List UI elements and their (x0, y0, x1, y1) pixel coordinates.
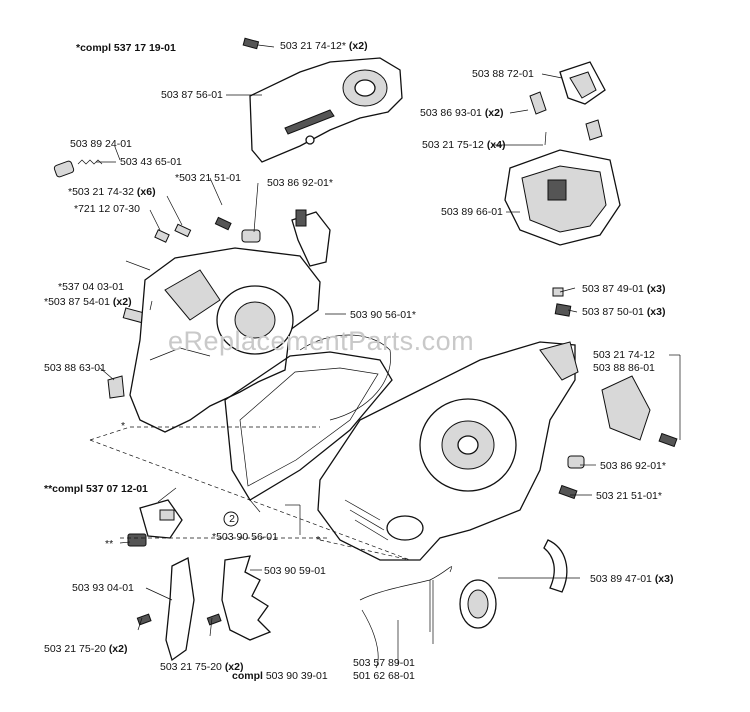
gasket-right (299, 334, 391, 421)
quantity: (x4) (486, 139, 506, 151)
label-503-21-74-12: 503 21 74-12* (x2) (280, 40, 368, 52)
quantity: (x2) (224, 661, 244, 673)
label-503-21-75-20-b: 503 21 75-20 (x2) (160, 661, 244, 673)
compl-prefix: compl (232, 670, 263, 682)
label-503-21-75-12: 503 21 75-12 (x4) (422, 139, 506, 151)
label-503-90-56-01-bottom: *503 90 56-01 (212, 531, 278, 543)
callout-circle (223, 511, 239, 527)
label-503-21-74-12b: 503 21 74-12 (593, 349, 655, 361)
label-503-21-51-01-star: *503 21 51-01 (175, 172, 241, 184)
label-721-12-07-30: *721 12 07-30 (74, 203, 140, 215)
label-503-86-92-01: 503 86 92-01* (267, 177, 333, 189)
quantity: (x3) (646, 306, 666, 318)
quantity: (x3) (654, 573, 674, 585)
oil-pump-part (127, 499, 183, 547)
watermark: eReplacementParts.com (168, 326, 475, 356)
part-number: *503 21 74-32 (68, 186, 134, 198)
part-number: 503 21 75-12 (422, 139, 484, 151)
label-star-b: * (316, 534, 321, 546)
handle-bracket-part (504, 149, 621, 246)
label-compl-537-07-12-01: **compl 537 07 12-01 (44, 483, 148, 495)
pin-parts (154, 216, 261, 243)
label-compl-537-17-19-01: *compl 537 17 19-01 (76, 42, 176, 54)
part-number: 503 21 75-20 (44, 643, 106, 655)
label-503-89-66-01: 503 89 66-01 (441, 206, 503, 218)
fuel-filter-part (359, 566, 497, 669)
label-537-04-03-01: *537 04 03-01 (58, 281, 124, 293)
part-number: 503 21 75-20 (160, 661, 222, 673)
label-503-87-56-01: 503 87 56-01 (161, 89, 223, 101)
crankcase-left (129, 247, 321, 433)
part-number: 503 86 93-01 (420, 107, 482, 119)
label-503-89-24-01: 503 89 24-01 (70, 138, 132, 150)
label-503-87-50-01: 503 87 50-01 (x3) (582, 306, 666, 318)
latch-part (291, 209, 331, 267)
part-number: 503 21 74-12* (280, 40, 346, 52)
label-double-star: ** (105, 538, 114, 550)
chain-guide-part (165, 557, 195, 662)
callout-2-label: 2 (229, 513, 235, 525)
clip-part (543, 539, 568, 593)
side-plate-part (601, 375, 678, 448)
quantity: (x2) (112, 296, 132, 308)
gasket-left (224, 351, 393, 501)
small-bracket-part (107, 375, 125, 399)
label-503-86-92-01b: 503 86 92-01* (600, 460, 666, 472)
label-503-86-93-01: 503 86 93-01 (x2) (420, 107, 504, 119)
quantity: (x2) (348, 40, 368, 52)
part-number: 503 89 47-01 (590, 573, 652, 585)
part-number: *503 87 54-01 (44, 296, 110, 308)
label-501-62-68-01: 501 62 68-01 (353, 670, 415, 682)
label-compl-503-90-39-01: compl 503 90 39-01 (232, 670, 328, 682)
part-number: 503 90 39-01 (265, 670, 328, 682)
label-text: **compl 537 07 12-01 (44, 483, 148, 495)
assembly-lines (89, 426, 411, 561)
label-503-90-56-01-top: 503 90 56-01* (350, 309, 416, 321)
label-503-43-65-01: 503 43 65-01 (120, 156, 182, 168)
label-503-21-51-01b: 503 21 51-01* (596, 490, 662, 502)
rubber-mount-part (559, 61, 606, 105)
chain-cover-part (249, 57, 403, 163)
quantity: (x2) (108, 643, 128, 655)
leader-lines (96, 73, 681, 664)
label-503-57-89-01: 503 57 89-01 (353, 657, 415, 669)
av-spring-parts (529, 91, 603, 146)
label-503-93-04-01: 503 93 04-01 (72, 582, 134, 594)
quantity: (x6) (136, 186, 156, 198)
quantity: (x3) (646, 283, 666, 295)
label-503-88-86-01: 503 88 86-01 (593, 362, 655, 374)
label-503-88-63-01: 503 88 63-01 (44, 362, 106, 374)
label-star: * (121, 420, 126, 432)
label-503-21-75-20-a: 503 21 75-20 (x2) (44, 643, 128, 655)
label-503-88-72-01: 503 88 72-01 (472, 68, 534, 80)
part-number: 503 87 49-01 (582, 283, 644, 295)
part-number: 503 87 50-01 (582, 306, 644, 318)
spike-plate-part (221, 555, 272, 641)
label-503-21-74-32: *503 21 74-32 (x6) (68, 186, 156, 198)
label-text: *compl 537 17 19-01 (76, 42, 176, 54)
label-503-89-47-01: 503 89 47-01 (x3) (590, 573, 674, 585)
label-503-87-54-01: *503 87 54-01 (x2) (44, 296, 132, 308)
screw-top (242, 37, 275, 50)
quantity: (x2) (484, 107, 504, 119)
label-503-87-49-01: 503 87 49-01 (x3) (582, 283, 666, 295)
crankcase-right (317, 341, 579, 561)
spring-and-plug (53, 159, 103, 178)
label-503-90-59-01: 503 90 59-01 (264, 565, 326, 577)
